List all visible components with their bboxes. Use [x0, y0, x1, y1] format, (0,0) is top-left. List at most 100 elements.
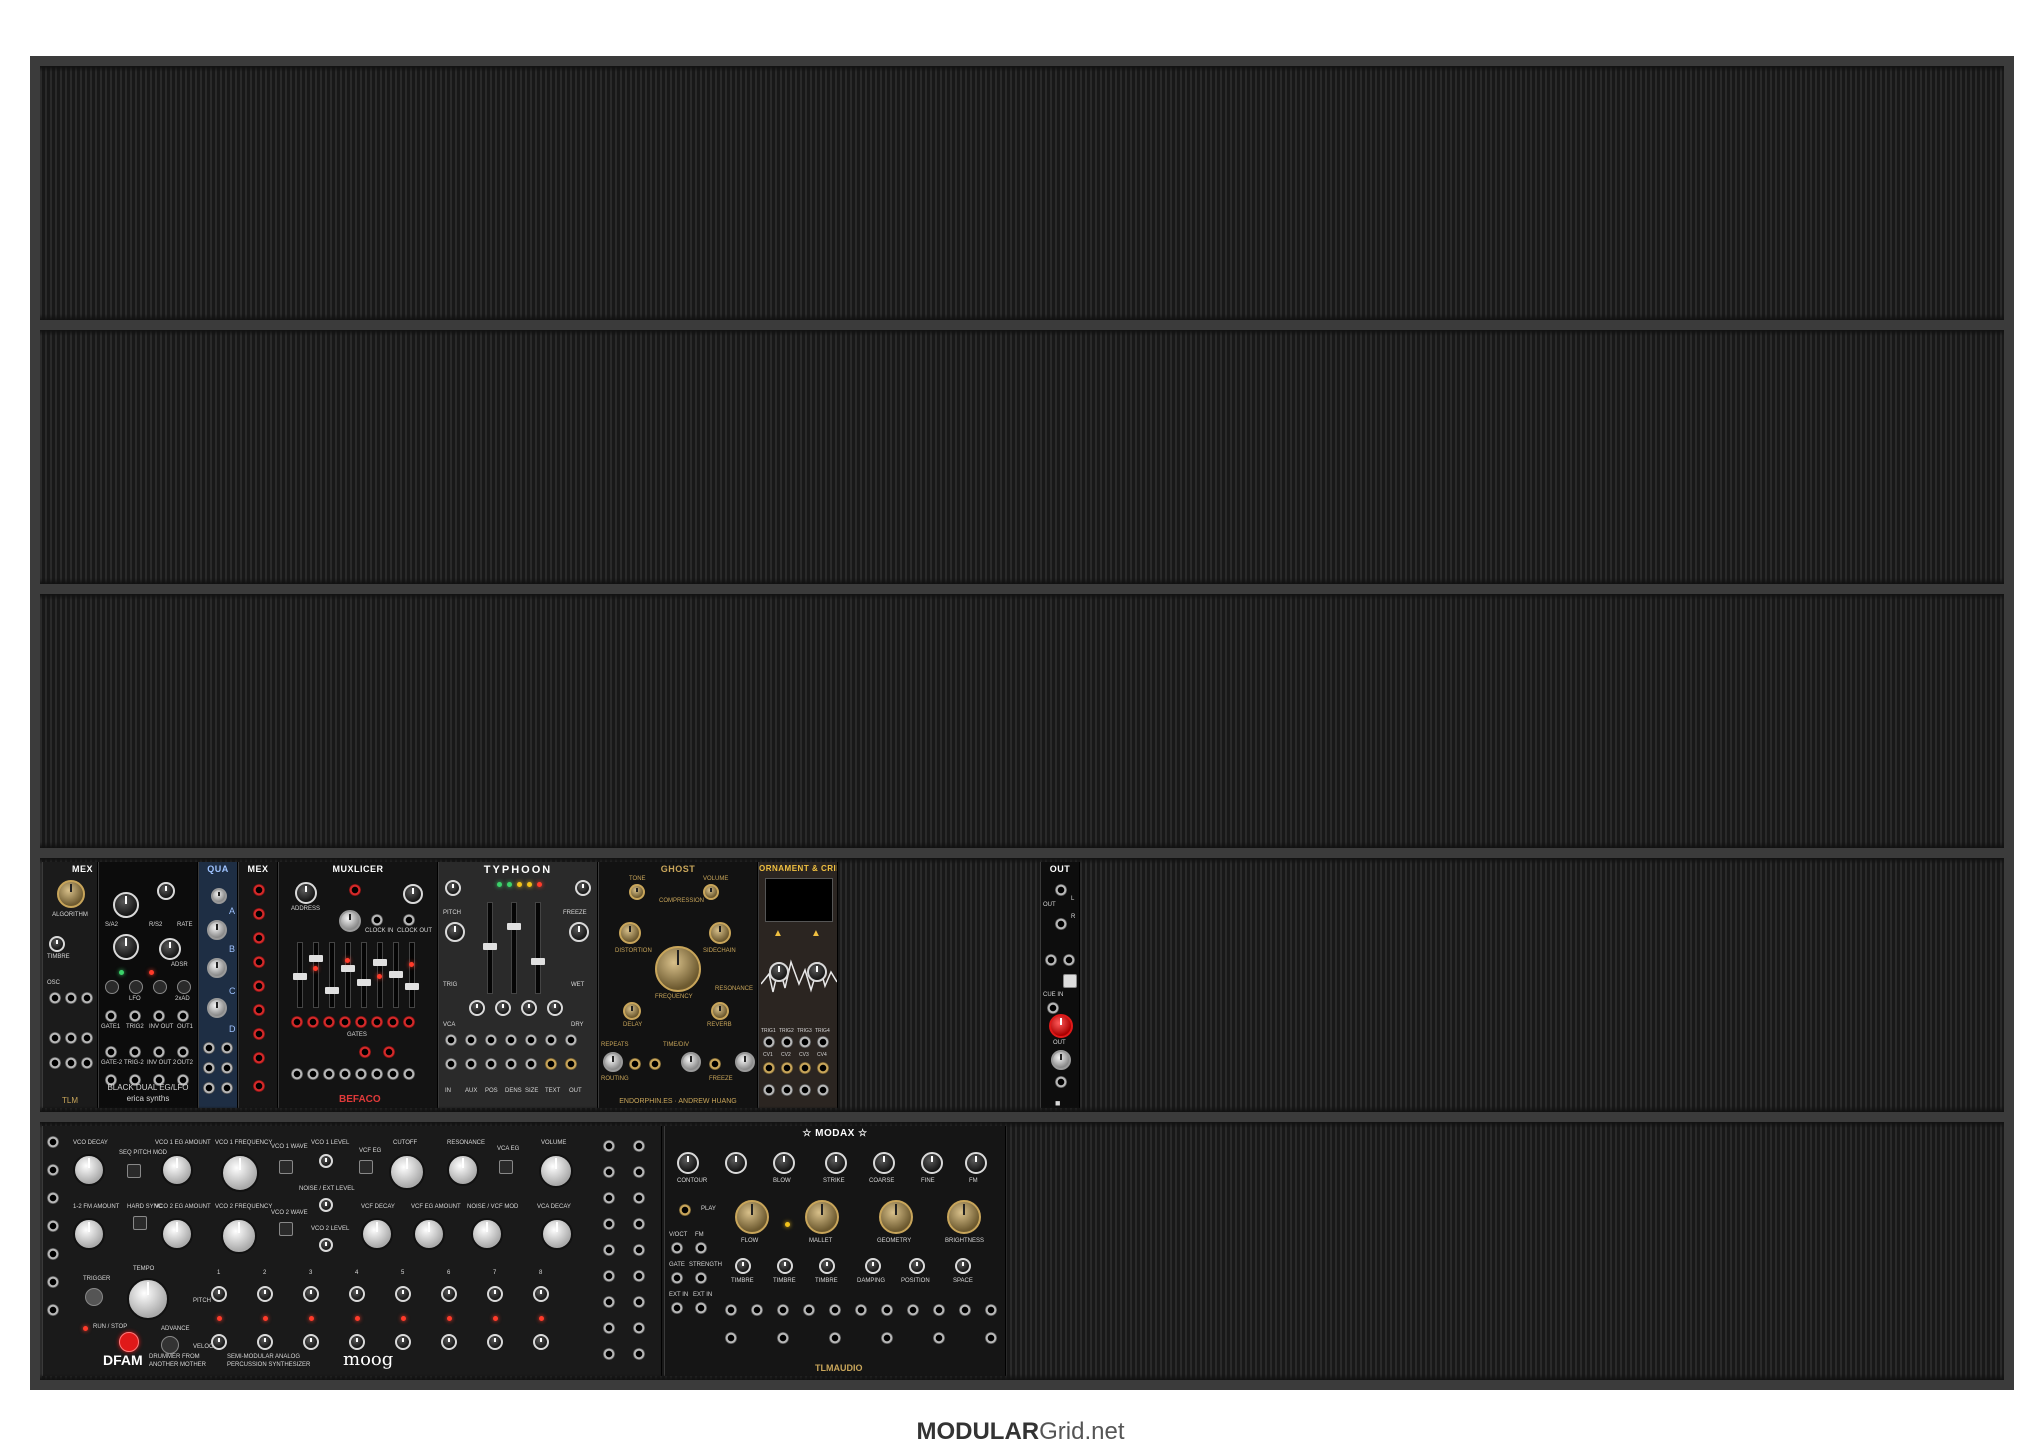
jack[interactable] [47, 1192, 59, 1204]
patch-jack[interactable] [603, 1348, 615, 1360]
jack[interactable] [545, 1034, 557, 1046]
jack[interactable] [81, 1057, 93, 1069]
jack[interactable] [649, 1058, 661, 1070]
jack[interactable] [153, 1074, 165, 1086]
jack[interactable] [1047, 1002, 1059, 1014]
jack[interactable] [307, 1068, 319, 1080]
module-muxlicer[interactable]: MUXLICER ADDRESS CLOCK IN CLOCK OUT [278, 862, 438, 1108]
module-ornament-and-crime[interactable]: ORNAMENT & CRIME ▲ ▲ TRIG1 TRIG2 TRIG3 T… [758, 862, 838, 1108]
jack[interactable] [445, 1034, 457, 1046]
vcf-decay-knob[interactable] [361, 1218, 393, 1250]
patch-jack[interactable] [603, 1192, 615, 1204]
run-stop-button[interactable] [119, 1332, 139, 1352]
blow-knob[interactable] [773, 1152, 795, 1174]
fader[interactable] [507, 902, 521, 994]
jack[interactable] [763, 1062, 775, 1074]
fm-amount-knob[interactable] [73, 1218, 105, 1250]
jack[interactable] [403, 914, 415, 926]
jack[interactable] [485, 1058, 497, 1070]
jack[interactable] [525, 1034, 537, 1046]
step-pitch-knob[interactable] [303, 1286, 319, 1302]
step-velocity-knob[interactable] [487, 1334, 503, 1350]
jack[interactable] [817, 1084, 829, 1096]
step-slider[interactable] [341, 942, 355, 1008]
jack[interactable] [781, 1062, 793, 1074]
jack[interactable] [291, 1068, 303, 1080]
step-velocity-knob[interactable] [395, 1334, 411, 1350]
jack[interactable] [781, 1036, 793, 1048]
knob[interactable] [319, 1154, 333, 1168]
knob[interactable] [629, 884, 645, 900]
fader[interactable] [531, 902, 545, 994]
gate-jack[interactable] [323, 1016, 335, 1028]
jack[interactable] [105, 1074, 117, 1086]
jack[interactable] [881, 1332, 893, 1344]
jack[interactable] [47, 1248, 59, 1260]
volume-knob[interactable] [1049, 1014, 1073, 1038]
fm-knob[interactable] [965, 1152, 987, 1174]
jack[interactable] [565, 1034, 577, 1046]
switch[interactable] [279, 1222, 293, 1236]
jack[interactable] [105, 1046, 117, 1058]
knob[interactable] [403, 884, 423, 904]
jack[interactable] [803, 1304, 815, 1316]
patch-jack[interactable] [633, 1296, 645, 1308]
jack[interactable] [465, 1058, 477, 1070]
jack[interactable] [545, 1058, 557, 1070]
jack[interactable] [253, 956, 265, 968]
jack[interactable] [751, 1304, 763, 1316]
jack[interactable] [855, 1304, 867, 1316]
jack[interactable] [671, 1302, 683, 1314]
step-pitch-knob[interactable] [533, 1286, 549, 1302]
knob[interactable] [1051, 1050, 1071, 1070]
knob[interactable] [709, 922, 731, 944]
fader[interactable] [483, 902, 497, 994]
coarse-knob[interactable] [873, 1152, 895, 1174]
jack[interactable] [799, 1062, 811, 1074]
jack[interactable] [129, 1010, 141, 1022]
attenuverter-knob[interactable] [955, 1258, 971, 1274]
attenuverter-knob[interactable] [735, 1258, 751, 1274]
jack[interactable] [177, 1074, 189, 1086]
knob[interactable] [681, 1052, 701, 1072]
jack[interactable] [777, 1304, 789, 1316]
patch-jack[interactable] [633, 1218, 645, 1230]
gate-jack[interactable] [371, 1016, 383, 1028]
gate-jack[interactable] [387, 1016, 399, 1028]
knob[interactable] [603, 1052, 623, 1072]
jack[interactable] [253, 1080, 265, 1092]
step-velocity-knob[interactable] [533, 1334, 549, 1350]
brightness-knob[interactable] [947, 1200, 981, 1234]
jack[interactable] [959, 1304, 971, 1316]
knob[interactable] [495, 1000, 511, 1016]
knob[interactable] [319, 1198, 333, 1212]
module-ghost[interactable]: GHOST TONE COMPRESSION VOLUME DISTORTION… [598, 862, 758, 1108]
trigger-button[interactable] [85, 1288, 103, 1306]
step-pitch-knob[interactable] [257, 1286, 273, 1302]
jack[interactable] [49, 1032, 61, 1044]
mode-button[interactable] [177, 980, 191, 994]
jack[interactable] [907, 1304, 919, 1316]
step-pitch-knob[interactable] [487, 1286, 503, 1302]
jack[interactable] [47, 1220, 59, 1232]
step-velocity-knob[interactable] [257, 1334, 273, 1350]
switch[interactable] [499, 1160, 513, 1174]
vcf-eg-amount-knob[interactable] [413, 1218, 445, 1250]
patch-jack[interactable] [633, 1322, 645, 1334]
jack[interactable] [253, 1028, 265, 1040]
cutoff-knob[interactable] [389, 1154, 425, 1190]
jack[interactable] [933, 1332, 945, 1344]
jack[interactable] [349, 884, 361, 896]
module-qua[interactable]: QUA A B C D [198, 862, 238, 1108]
step-slider[interactable] [293, 942, 307, 1008]
jack[interactable] [829, 1304, 841, 1316]
right-encoder[interactable] [807, 962, 827, 982]
jack[interactable] [253, 980, 265, 992]
gate-jack[interactable] [339, 1016, 351, 1028]
patch-jack[interactable] [633, 1244, 645, 1256]
knob[interactable] [295, 882, 317, 904]
attenuverter-knob[interactable] [865, 1258, 881, 1274]
tempo-knob[interactable] [127, 1278, 169, 1320]
knob[interactable] [339, 910, 361, 932]
jack[interactable] [153, 1046, 165, 1058]
